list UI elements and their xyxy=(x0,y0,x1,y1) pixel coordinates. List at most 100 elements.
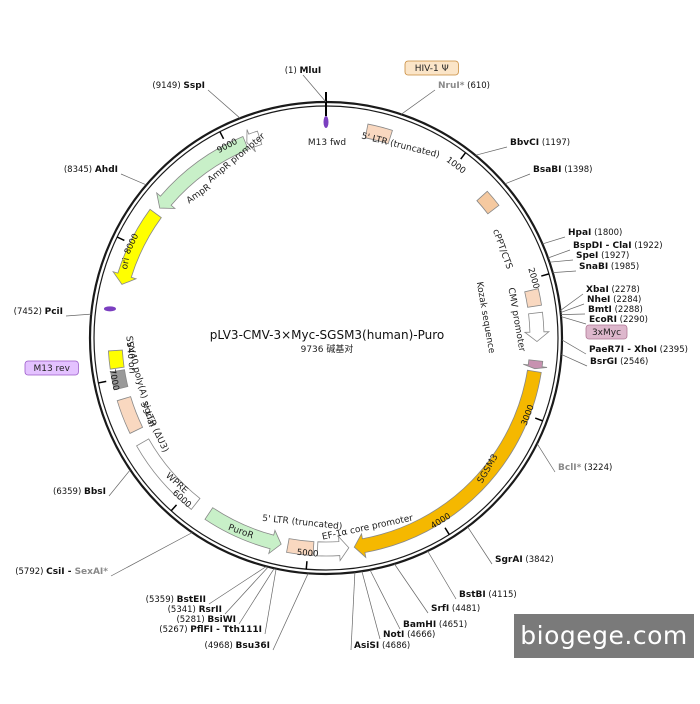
feature-sgsm3[interactable] xyxy=(353,369,542,559)
site-leader-line xyxy=(272,573,309,651)
site-ecori[interactable]: EcoRI (2290) xyxy=(589,315,648,325)
site-bsiwi[interactable]: (5281) BsiWI xyxy=(176,615,236,625)
site-sgrai[interactable]: SgrAI (3842) xyxy=(495,555,554,565)
site-leader-line xyxy=(208,566,267,605)
m13-fwd-marker xyxy=(323,116,329,128)
feature-wpre[interactable] xyxy=(136,438,201,510)
leaders-layer xyxy=(65,74,588,651)
site-bsabi[interactable]: BsaBI (1398) xyxy=(533,165,592,175)
site-leader-line xyxy=(207,89,241,119)
features-layer xyxy=(107,123,551,562)
feature-ampr[interactable] xyxy=(156,135,249,209)
site-srfi[interactable]: SrfI (4481) xyxy=(431,604,480,614)
site-leader-line xyxy=(224,566,269,615)
site-leader-line xyxy=(427,550,457,600)
site-leader-line xyxy=(65,313,92,317)
tick-label: 5000 xyxy=(296,548,318,560)
boxed-label-bg xyxy=(404,60,459,76)
tick-mark xyxy=(534,417,543,422)
map-title: pLV3-CMV-3×Myc-SGSM3(human)-Puro xyxy=(210,328,445,342)
site-xbai[interactable]: XbaI (2278) xyxy=(586,285,640,295)
feature-label: cPPT/CTS xyxy=(490,228,514,271)
site-rsrii[interactable]: (5341) RsrII xyxy=(168,605,222,615)
site-bmti[interactable]: BmtI (2288) xyxy=(588,305,643,315)
site-bstbi[interactable]: BstBI (4115) xyxy=(459,590,517,600)
feature-5-ltr-truncated-[interactable] xyxy=(364,123,393,145)
site-nrui-[interactable]: NruI* (610) xyxy=(438,81,490,91)
feature-label: ori xyxy=(120,257,132,270)
site-leader-line xyxy=(369,569,401,630)
site-bsteii[interactable]: (5359) BstEII xyxy=(146,595,206,605)
site-ahdi[interactable]: (8345) AhdI xyxy=(64,165,118,175)
site-paer7i-xhoi[interactable]: PaeR7I - XhoI (2395) xyxy=(589,345,688,355)
site-leader-line xyxy=(561,339,587,355)
feature-ori[interactable] xyxy=(112,208,162,285)
site-leader-line xyxy=(394,563,429,614)
site-bcli-[interactable]: BclI* (3224) xyxy=(558,463,612,473)
site-bamhi[interactable]: BamHI (4651) xyxy=(403,620,467,630)
site-leader-line xyxy=(302,74,327,103)
site-bspdi-clai[interactable]: BspDI - ClaI (1922) xyxy=(573,241,663,251)
feature-5-ltr-truncated-[interactable] xyxy=(286,538,315,557)
site-leader-line xyxy=(560,316,587,325)
feature-label: M13 fwd xyxy=(308,138,346,148)
site-leader-line xyxy=(264,568,277,635)
site-leader-line xyxy=(552,270,577,273)
feature-sv40-poly-a-signal[interactable] xyxy=(110,369,129,391)
site-spei[interactable]: SpeI (1927) xyxy=(576,251,629,261)
site-snabi[interactable]: SnaBI (1985) xyxy=(579,262,639,272)
feature-3xmyc[interactable] xyxy=(523,359,548,370)
site-leader-line xyxy=(542,236,566,245)
site-leader-line xyxy=(110,532,193,577)
site-bsu36i[interactable]: (4968) Bsu36I xyxy=(205,641,270,651)
site-leader-line xyxy=(536,443,556,473)
site-nhei[interactable]: NheI (2284) xyxy=(587,295,641,305)
boxed-label-3xmyc: 3xMyc xyxy=(592,328,621,338)
sites-layer: (1) MluI (9149) SspI NruI* (610) BbvCI (119… xyxy=(14,66,688,651)
site-leader-line xyxy=(549,259,574,263)
site-bbvci[interactable]: BbvCI (1197) xyxy=(510,138,570,148)
tick-label: 2000 xyxy=(525,267,541,291)
feature-ampr-promoter[interactable] xyxy=(246,129,263,153)
site-leader-line xyxy=(238,568,275,625)
site-leader-line xyxy=(560,303,585,313)
site-asisi[interactable]: AsiSI (4686) xyxy=(354,641,410,651)
feature-puror[interactable] xyxy=(204,507,282,555)
feature-cmv-promoter[interactable] xyxy=(523,311,551,343)
site-hpai[interactable]: HpaI (1800) xyxy=(568,228,622,238)
feature-label: SV40 ori xyxy=(123,336,136,375)
site-bbsi[interactable]: (6359) BbsI xyxy=(53,487,106,497)
feature-3-ltr-u3-[interactable] xyxy=(116,396,144,434)
feature-ef-1-core-promoter[interactable] xyxy=(316,535,350,562)
tick-mark xyxy=(116,236,125,242)
site-leader-line xyxy=(350,572,356,651)
feature-sv40-ori[interactable] xyxy=(107,349,125,370)
site-csii-sexai-[interactable]: (5792) CsiI - SexAI* xyxy=(15,567,108,577)
site-sspi[interactable]: (9149) SspI xyxy=(152,81,205,91)
feature-cppt-cts[interactable] xyxy=(524,288,542,308)
site-leader-line xyxy=(475,146,508,156)
feature-rre[interactable] xyxy=(476,190,500,215)
site-pcii[interactable]: (7452) PciI xyxy=(14,307,63,317)
boxed-label-hiv-1-: HIV-1 Ψ xyxy=(415,64,449,74)
site-noti[interactable]: NotI (4666) xyxy=(383,630,435,640)
m13-rev-marker xyxy=(103,306,116,312)
site-leader-line xyxy=(561,354,588,367)
tick-mark xyxy=(305,561,308,570)
site-leader-line xyxy=(401,89,436,115)
site-pflfi-tth111i[interactable]: (5267) PflFI - Tth111I xyxy=(159,625,262,635)
watermark: biogege.com xyxy=(514,614,694,658)
site-mlui[interactable]: (1) MluI xyxy=(285,66,322,76)
feature-label: 5' LTR (truncated) xyxy=(360,131,440,160)
site-leader-line xyxy=(560,293,584,311)
tick-mark xyxy=(444,527,450,535)
site-leader-line xyxy=(120,173,147,186)
site-leader-line xyxy=(108,469,131,497)
feature-label: 5' LTR (truncated) xyxy=(262,514,343,532)
tick-mark xyxy=(98,380,107,384)
tick-mark xyxy=(170,504,178,512)
site-bsrgi[interactable]: BsrGI (2546) xyxy=(590,357,648,367)
